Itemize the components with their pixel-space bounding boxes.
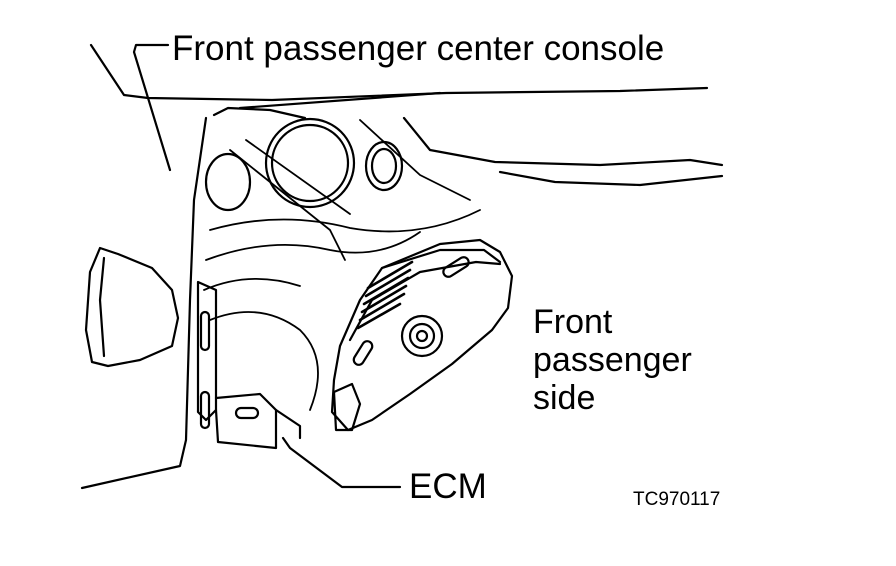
side-label-line3: side — [533, 379, 596, 417]
vent-outline — [86, 248, 178, 366]
left-vent — [86, 248, 178, 366]
ecm-bolt-center — [417, 331, 427, 341]
mounting-bracket — [198, 282, 300, 448]
vent-inner — [100, 258, 104, 356]
dash-left-edge — [91, 45, 707, 100]
dash-lower-detail — [500, 172, 722, 185]
console-side-inner — [214, 108, 305, 118]
large-knob-inner — [272, 125, 348, 201]
small-knob-left — [206, 154, 250, 210]
figure-code: TC970117 — [633, 489, 721, 510]
bracket-plate — [198, 282, 216, 420]
bracket-slot-lower — [201, 392, 209, 428]
console-knobs — [206, 119, 402, 210]
ecm-connector-ridges — [358, 262, 412, 328]
large-knob — [266, 119, 354, 207]
side-label-line2: passenger — [533, 341, 692, 379]
console-leader-line — [134, 45, 170, 170]
front-passenger-side-label: Front passenger side — [533, 303, 692, 417]
ecm-slot-top — [441, 255, 470, 278]
console-side-panel — [82, 118, 206, 488]
ecm-slot-side — [352, 339, 374, 366]
ecm-bolt-outer — [402, 316, 442, 356]
ecm-body — [332, 240, 512, 430]
side-label-line1: Front — [533, 303, 613, 341]
console-label: Front passenger center console — [172, 29, 665, 68]
ecm-bolt-inner — [410, 324, 434, 348]
bracket-foot-slot — [236, 408, 258, 418]
small-knob-right-inner — [372, 149, 396, 183]
ecm-tab — [334, 384, 360, 430]
ecm-top-face — [382, 250, 500, 268]
console-top-edge — [240, 93, 440, 108]
leader-lines — [134, 45, 400, 487]
ecm-leader-line — [283, 438, 400, 487]
dash-lower-edge — [404, 118, 722, 165]
ecm-front-face — [350, 262, 500, 340]
ecm-unit — [332, 240, 512, 430]
bracket-foot — [216, 394, 276, 448]
wiring-harness — [204, 120, 480, 410]
ecm-label: ECM — [409, 467, 487, 506]
bracket-slot-upper — [201, 312, 209, 350]
dashboard-outline — [82, 45, 722, 488]
